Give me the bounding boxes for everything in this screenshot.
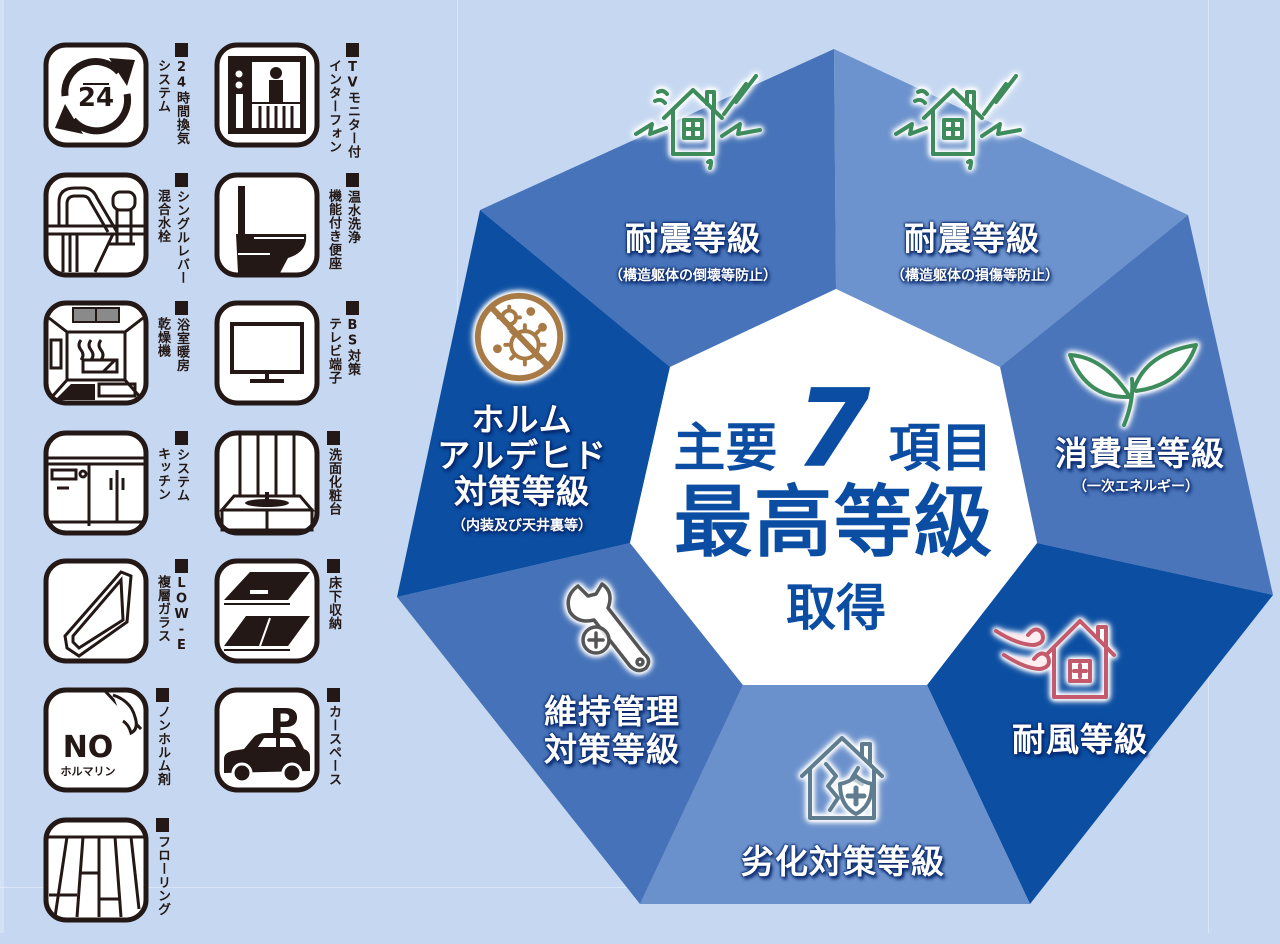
bullet-square	[174, 301, 188, 315]
center-prefix: 主要	[673, 419, 778, 479]
center-footer: 取得	[786, 579, 886, 637]
wind-house-icon	[990, 605, 1130, 705]
bullet-square	[345, 301, 359, 315]
sector-formaldehyde	[397, 210, 670, 597]
sprout-leaf-icon	[1062, 335, 1202, 427]
feature-label-tv-intercom: TVモニター付 インターフォン	[316, 43, 360, 169]
deterioration-house-icon	[792, 728, 892, 828]
sector-title-line: 対策等級	[454, 472, 590, 511]
svg-text:ホルマリン: ホルマリン	[61, 765, 116, 778]
underfloor-storage-icon	[214, 558, 320, 664]
earthquake-house-icon	[618, 62, 768, 172]
tv-intercom-icon	[214, 42, 320, 148]
bathroom-dryer-icon	[43, 300, 149, 406]
single-lever-faucet-icon	[43, 172, 149, 278]
feature-label-faucet: シングルレバー 混合水栓	[145, 173, 189, 299]
feature-label-toilet: 温水洗浄 機能付き便座	[316, 173, 360, 299]
bullet-square	[345, 173, 359, 187]
sector-title: 消費量等級	[1055, 434, 1225, 473]
bullet-square	[174, 173, 188, 187]
feature-label-ventilation: 24時間換気 システム	[145, 43, 189, 169]
sector-title: 耐風等級	[1012, 720, 1148, 759]
sector-title-line: 維持管理	[544, 692, 680, 731]
bullet-square	[174, 559, 188, 573]
sector-energy	[1000, 215, 1273, 595]
bullet-square	[326, 559, 340, 573]
washlet-toilet-icon	[214, 172, 320, 278]
sector-title-line: アルデヒド	[437, 436, 607, 475]
bullet-square	[155, 818, 169, 832]
feature-label-low-e: LOW-E 複層ガラス	[145, 559, 189, 685]
sector-title: 耐震等級	[904, 219, 1040, 258]
feature-label-flooring: フローリング	[145, 818, 189, 944]
feature-label-car-space: カースペース	[316, 688, 360, 814]
center-suffix: 項目	[888, 419, 993, 479]
car-parking-icon: P	[214, 687, 320, 793]
ventilation-24h-icon: 24	[43, 42, 149, 148]
feature-label-underfloor: 床下収納	[316, 559, 360, 685]
feature-label-non-formalin: ノンホルム剤	[145, 688, 189, 814]
center-headline: 主要 7 項目	[673, 367, 993, 492]
grid-line	[0, 887, 660, 888]
sector-seismic-collapse	[480, 49, 836, 367]
bullet-square	[345, 43, 359, 57]
no-formalin-icon: NO ホルマリン	[43, 687, 149, 793]
feature-label-bs-tv: BS対策 テレビ端子	[316, 301, 360, 427]
sector-maintenance	[397, 543, 743, 904]
earthquake-house-icon	[878, 62, 1028, 172]
bullet-square	[174, 43, 188, 57]
bullet-square	[326, 431, 340, 445]
sector-subtitle: （構造躯体の倒壊等防止）	[609, 268, 777, 284]
feature-label-vanity: 洗面化粧台	[316, 431, 360, 557]
double-glazing-icon	[43, 558, 149, 664]
maintenance-wrench-icon	[560, 578, 656, 678]
svg-text:NO: NO	[63, 730, 114, 765]
sector-title-line: 対策等級	[544, 730, 680, 769]
sector-title: 耐震等級	[625, 219, 761, 258]
sector-title-line: ホルム	[471, 400, 573, 439]
center-heptagon	[630, 289, 1037, 685]
sector-title: 劣化対策等級	[741, 842, 945, 881]
sector-subtitle: （内装及び天井裏等）	[452, 518, 592, 534]
feature-label-kitchen: システム キッチン	[145, 431, 189, 557]
sector-subtitle: （構造躯体の損傷等防止）	[891, 268, 1059, 284]
bullet-square	[155, 688, 169, 702]
left-edge-strip	[0, 0, 4, 933]
formaldehyde-virus-icon	[470, 288, 568, 386]
sector-subtitle: （一次エネルギー）	[1073, 479, 1199, 495]
center-main-title: 最高等級	[673, 478, 995, 568]
center-number: 7	[795, 367, 871, 492]
bullet-square	[326, 688, 340, 702]
tv-monitor-icon	[214, 300, 320, 406]
system-kitchen-icon	[43, 430, 149, 536]
grid-line	[457, 0, 458, 600]
bullet-square	[174, 431, 188, 445]
feature-label-bath-dryer: 浴室暖房 乾燥機	[145, 301, 189, 427]
vanity-icon	[214, 430, 320, 536]
flooring-icon	[43, 817, 149, 923]
svg-text:24: 24	[78, 83, 114, 113]
